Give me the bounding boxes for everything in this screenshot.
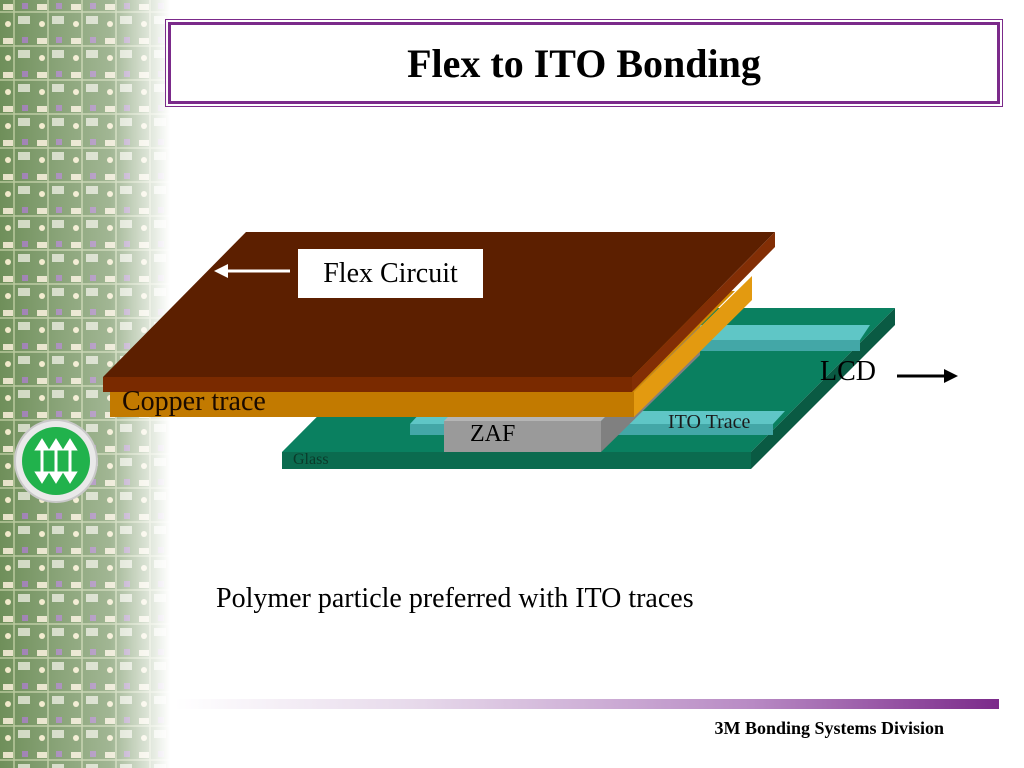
slide-title: Flex to ITO Bonding — [407, 40, 761, 86]
flex-circuit-label: Flex Circuit — [298, 249, 483, 298]
zaf-label: ZAF — [470, 421, 516, 447]
glass-label: Glass — [293, 451, 329, 468]
flex-arrow-icon — [214, 264, 290, 278]
title-box: Flex to ITO Bonding — [165, 19, 1003, 107]
flex-circuit — [103, 232, 775, 392]
lcd-label: LCD — [820, 356, 876, 387]
footer-text: 3M Bonding Systems Division — [714, 718, 944, 738]
logo-badge-icon — [14, 419, 98, 503]
ito-trace-label: ITO Trace — [668, 411, 751, 433]
footer-divider — [175, 699, 999, 709]
lcd-arrow-icon — [897, 369, 958, 383]
copper-trace-label: Copper trace — [122, 386, 266, 417]
caption-text: Polymer particle preferred with ITO trac… — [216, 583, 694, 614]
